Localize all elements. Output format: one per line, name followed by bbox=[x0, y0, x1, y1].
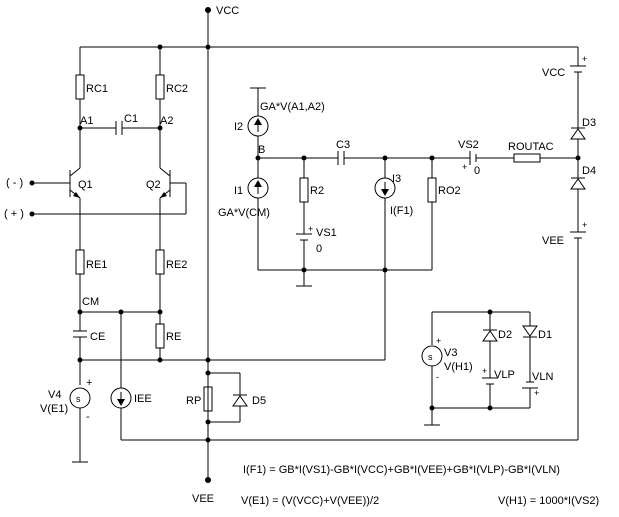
source-vln bbox=[522, 381, 538, 408]
current-source-iee bbox=[110, 312, 578, 443]
transistor-q2 bbox=[159, 167, 187, 250]
resistor-rp bbox=[203, 370, 240, 425]
label-vcc-right: VCC bbox=[542, 67, 565, 79]
label-iee: IEE bbox=[134, 393, 152, 405]
node-b-bus bbox=[255, 155, 338, 161]
label-rc1: RC1 bbox=[86, 83, 108, 95]
diode-d3 bbox=[570, 127, 586, 178]
label-node-b: B bbox=[258, 144, 265, 156]
label-vs2-zero: 0 bbox=[474, 165, 480, 177]
label-d1: D1 bbox=[538, 329, 552, 341]
vcc-rail bbox=[80, 7, 578, 50]
v3-box: s bbox=[421, 309, 530, 426]
label-v4: V4 bbox=[48, 389, 61, 401]
diode-d5 bbox=[232, 373, 248, 422]
label-re: RE bbox=[166, 331, 181, 343]
label-d5: D5 bbox=[252, 395, 266, 407]
label-ro2: RO2 bbox=[438, 185, 461, 197]
current-source-i1 bbox=[247, 177, 432, 273]
equation-i-f1: I(F1) = GB*I(VS1)-GB*I(VCC)+GB*I(VEE)+GB… bbox=[243, 464, 560, 476]
transistor-q1 bbox=[29, 167, 81, 250]
label-d4: D4 bbox=[582, 165, 596, 177]
label-i2: I2 bbox=[234, 121, 243, 133]
diode-d4 bbox=[570, 177, 586, 232]
label-a1: A1 bbox=[80, 115, 93, 127]
label-v3-minus: - bbox=[436, 372, 439, 382]
label-rp: RP bbox=[186, 395, 201, 407]
diode-d2 bbox=[482, 312, 498, 378]
wire-mid-bus bbox=[80, 357, 385, 363]
label-i1: I1 bbox=[234, 185, 243, 197]
label-ga-cm: GA*V(CM) bbox=[218, 207, 270, 219]
label-v-e1: V(E1) bbox=[40, 403, 68, 415]
resistor-r2 bbox=[299, 158, 309, 234]
capacitor-ce bbox=[73, 312, 87, 385]
label-i3: I3 bbox=[392, 173, 401, 185]
label-vcc: VCC bbox=[216, 5, 239, 17]
svg-text:s: s bbox=[76, 394, 81, 404]
source-vee-right bbox=[570, 231, 586, 440]
capacitor-c3 bbox=[337, 151, 470, 165]
label-c3: C3 bbox=[336, 139, 350, 151]
label-q2: Q2 bbox=[146, 179, 161, 191]
label-ga-a1-a2: GA*V(A1,A2) bbox=[260, 101, 325, 113]
label-vee: VEE bbox=[192, 493, 214, 505]
label-input-negative: ( - ) bbox=[6, 177, 23, 189]
label-d3: D3 bbox=[582, 117, 596, 129]
label-vln-plus: + bbox=[534, 388, 539, 398]
label-v3: V3 bbox=[444, 347, 457, 359]
label-v4-plus: + bbox=[86, 377, 92, 389]
label-vee-right: VEE bbox=[542, 235, 564, 247]
label-ce: CE bbox=[90, 331, 105, 343]
label-c1: C1 bbox=[124, 113, 138, 125]
source-vs1 bbox=[296, 233, 312, 287]
label-vs1-plus: + bbox=[308, 224, 313, 234]
label-re2: RE2 bbox=[166, 259, 187, 271]
cm-node bbox=[77, 309, 163, 315]
resistor-rc2 bbox=[155, 47, 165, 168]
label-re1: RE1 bbox=[86, 259, 107, 271]
current-source-i2 bbox=[247, 87, 269, 178]
label-cm: CM bbox=[82, 296, 99, 308]
diode-d1 bbox=[522, 312, 538, 382]
label-r2: R2 bbox=[310, 185, 324, 197]
equation-v-h1: V(H1) = 1000*I(VS2) bbox=[498, 495, 599, 507]
label-routac: ROUTAC bbox=[508, 141, 554, 153]
source-vcc-right bbox=[570, 47, 586, 128]
vee-rail bbox=[205, 47, 211, 483]
label-input-positive: ( + ) bbox=[4, 208, 24, 220]
label-d2: D2 bbox=[498, 329, 512, 341]
label-vln: VLN bbox=[532, 371, 553, 383]
equation-v-e1: V(E1) = (V(VCC)+V(VEE))/2 bbox=[241, 495, 379, 507]
resistor-re1 bbox=[75, 249, 85, 312]
label-i-f1: I(F1) bbox=[390, 205, 413, 217]
label-vs2: VS2 bbox=[458, 139, 479, 151]
resistor-re2 bbox=[155, 249, 165, 312]
resistor-routac bbox=[513, 153, 581, 163]
label-vs2-plus: + bbox=[462, 162, 467, 172]
svg-text:s: s bbox=[428, 352, 433, 362]
label-v4-minus: - bbox=[86, 411, 90, 423]
source-vs2 bbox=[469, 151, 514, 165]
label-v3-plus: + bbox=[436, 336, 441, 346]
resistor-rc1 bbox=[75, 47, 85, 168]
label-vs1-zero: 0 bbox=[316, 243, 322, 255]
resistor-ro2 bbox=[427, 158, 437, 270]
label-vcc-right-plus: + bbox=[582, 54, 587, 64]
label-rc2: RC2 bbox=[166, 83, 188, 95]
label-q1: Q1 bbox=[78, 179, 93, 191]
label-vee-right-plus: + bbox=[582, 220, 587, 230]
source-vlp bbox=[482, 377, 498, 408]
label-vlp-plus: + bbox=[482, 366, 487, 376]
label-vs1: VS1 bbox=[316, 227, 337, 239]
source-v4: s bbox=[69, 387, 91, 463]
resistor-re bbox=[155, 312, 165, 363]
input-positive bbox=[29, 211, 186, 217]
label-vlp: VLP bbox=[494, 369, 515, 381]
capacitor-c1 bbox=[77, 121, 163, 135]
label-a2: A2 bbox=[160, 115, 173, 127]
label-v-h1: V(H1) bbox=[444, 361, 473, 373]
current-source-i3 bbox=[374, 158, 396, 360]
